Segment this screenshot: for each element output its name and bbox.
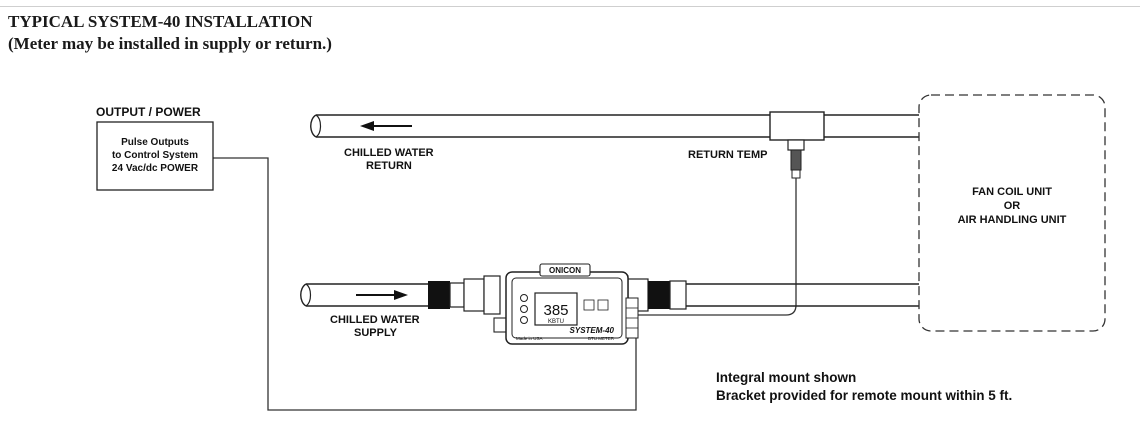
flow-arrow-left-icon xyxy=(360,121,412,131)
output-box-line1: Pulse Outputs xyxy=(121,137,189,148)
note-line1: Integral mount shown xyxy=(716,370,856,385)
meter-made-in: Made in USA xyxy=(516,336,543,341)
fan-coil-line3: AIR HANDLING UNIT xyxy=(958,214,1067,226)
return-temp-label: RETURN TEMP xyxy=(688,149,767,161)
output-box-line3: 24 Vac/dc POWER xyxy=(112,163,199,174)
meter-model: SYSTEM-40 xyxy=(570,326,615,335)
flow-arrow-right-icon xyxy=(356,290,408,300)
output-box-heading: OUTPUT / POWER xyxy=(96,105,201,119)
output-box-line2: to Control System xyxy=(112,150,198,161)
fan-coil-unit-box xyxy=(918,94,1106,332)
meter-display-unit: KBTU xyxy=(548,319,564,325)
return-label-line1: CHILLED WATER xyxy=(344,147,434,159)
signal-wire xyxy=(213,157,637,411)
fan-coil-line1: FAN COIL UNIT xyxy=(972,186,1052,198)
meter-brand: ONICON xyxy=(549,266,581,275)
supply-label-line1: CHILLED WATER xyxy=(330,314,420,326)
meter-display-value: 385 xyxy=(543,302,568,319)
supply-label-line2: SUPPLY xyxy=(354,327,398,339)
note-line2: Bracket provided for remote mount within… xyxy=(716,388,1012,403)
fan-coil-line2: OR xyxy=(1004,200,1021,212)
top-rule xyxy=(0,6,1140,7)
meter-model-sub: BTU METER xyxy=(588,336,615,341)
supply-pipe xyxy=(300,275,920,315)
page-title: TYPICAL SYSTEM-40 INSTALLATION xyxy=(8,12,313,31)
output-box xyxy=(96,121,214,191)
return-temp-sensor xyxy=(630,111,825,316)
btu-meter: ONICON 385 KBTU SYSTEM-40 BTU METER Made… xyxy=(493,263,639,345)
return-label-line2: RETURN xyxy=(366,160,412,172)
page-subtitle: (Meter may be installed in supply or ret… xyxy=(8,34,332,53)
